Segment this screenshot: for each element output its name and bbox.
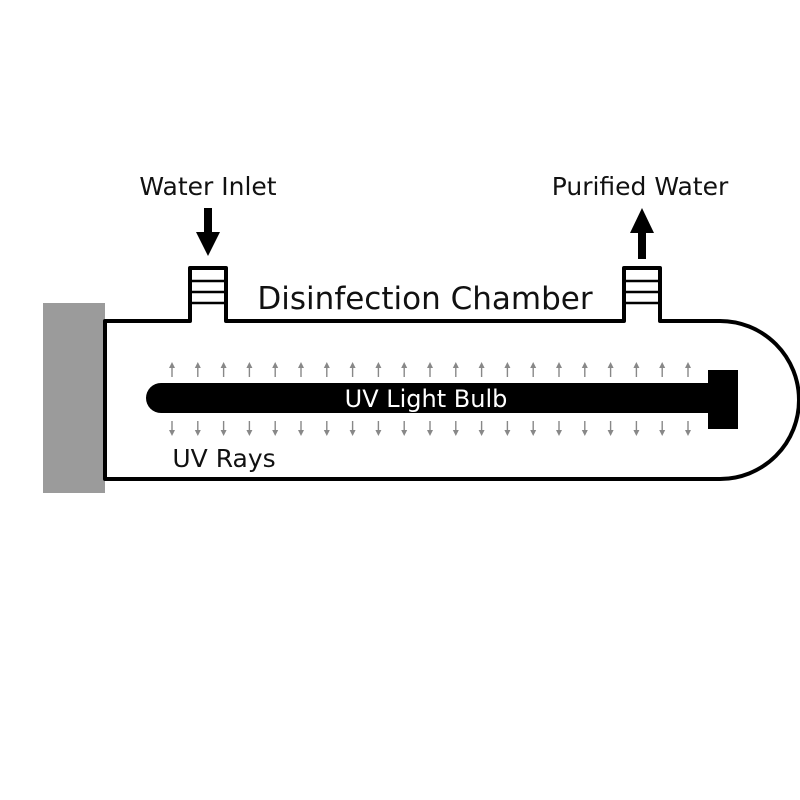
small-arrow-icon xyxy=(272,421,279,436)
small-arrow-icon xyxy=(504,421,511,436)
uv-light-bulb-label: UV Light Bulb xyxy=(345,385,508,413)
small-arrow-icon xyxy=(375,362,382,377)
uv-rays-down xyxy=(169,421,691,436)
small-arrow-icon xyxy=(298,421,304,436)
uv-light-bulb xyxy=(146,370,738,429)
small-arrow-icon xyxy=(556,421,562,436)
small-arrow-icon xyxy=(478,421,485,436)
small-arrow-icon xyxy=(581,362,588,377)
uv-rays-up xyxy=(169,362,691,377)
small-arrow-icon xyxy=(169,421,175,436)
small-arrow-icon xyxy=(556,362,562,377)
small-arrow-icon xyxy=(581,421,588,436)
small-arrow-icon xyxy=(194,362,201,377)
small-arrow-icon xyxy=(427,362,433,377)
chamber-outline xyxy=(103,266,800,481)
water-inlet-label: Water Inlet xyxy=(139,172,276,201)
small-arrow-icon xyxy=(401,362,408,377)
small-arrow-icon xyxy=(246,362,253,377)
small-arrow-icon xyxy=(401,421,408,436)
small-arrow-icon xyxy=(272,362,279,377)
disinfection-chamber-label: Disinfection Chamber xyxy=(257,281,592,317)
small-arrow-icon xyxy=(246,421,253,436)
outlet-port-threads xyxy=(624,279,660,305)
small-arrow-icon xyxy=(349,362,356,377)
small-arrow-icon xyxy=(452,362,459,377)
small-arrow-icon xyxy=(607,362,614,377)
small-arrow-icon xyxy=(220,421,227,436)
purified-water-label: Purified Water xyxy=(552,172,729,201)
small-arrow-icon xyxy=(298,362,304,377)
small-arrow-icon xyxy=(659,362,666,377)
small-arrow-icon xyxy=(220,362,227,377)
small-arrow-icon xyxy=(530,362,537,377)
small-arrow-icon xyxy=(504,362,511,377)
small-arrow-icon xyxy=(659,421,666,436)
wall-block xyxy=(43,303,105,493)
small-arrow-icon xyxy=(633,421,640,436)
small-arrow-icon xyxy=(607,421,614,436)
small-arrow-icon xyxy=(194,421,201,436)
small-arrow-icon xyxy=(633,362,640,377)
small-arrow-icon xyxy=(685,362,691,377)
small-arrow-icon xyxy=(323,362,330,377)
small-arrow-icon xyxy=(530,421,537,436)
arrow-up-icon xyxy=(630,208,654,259)
small-arrow-icon xyxy=(169,362,175,377)
uv-rays-label: UV Rays xyxy=(172,444,275,473)
small-arrow-icon xyxy=(427,421,433,436)
small-arrow-icon xyxy=(349,421,356,436)
small-arrow-icon xyxy=(685,421,691,436)
arrow-down-icon xyxy=(196,208,220,256)
small-arrow-icon xyxy=(452,421,459,436)
small-arrow-icon xyxy=(323,421,330,436)
small-arrow-icon xyxy=(478,362,485,377)
inlet-port-threads xyxy=(190,279,226,305)
small-arrow-icon xyxy=(375,421,382,436)
